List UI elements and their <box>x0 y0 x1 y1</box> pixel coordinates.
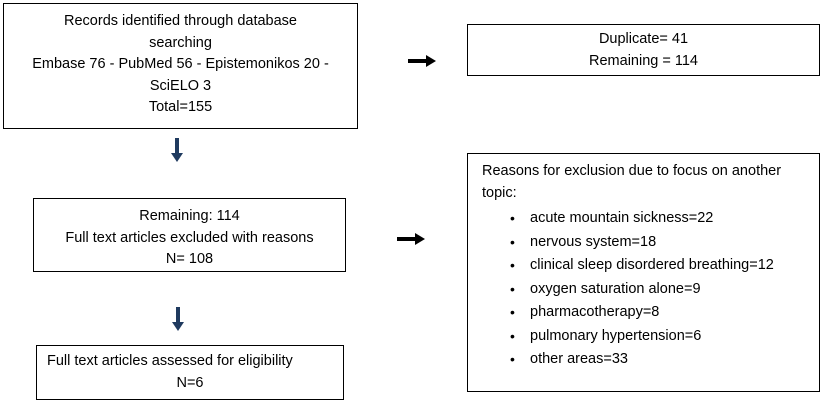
reason-item: • nervous system=18 <box>480 231 809 255</box>
reason-item: • oxygen saturation alone=9 <box>480 278 809 302</box>
reason-item: • clinical sleep disordered breathing=12 <box>480 254 809 278</box>
down-arrow-icon <box>171 138 183 162</box>
remaining-box: Remaining: 114 Full text articles exclud… <box>33 198 346 272</box>
bullet-icon: • <box>510 210 515 226</box>
remaining-line-3: N= 108 <box>165 251 214 267</box>
exclusion-reasons-box: Reasons for exclusion due to focus on an… <box>467 153 820 392</box>
assessed-line-1: Full text articles assessed for eligibil… <box>47 353 293 369</box>
reason-item: • pharmacotherapy=8 <box>480 301 809 325</box>
bullet-icon: • <box>510 280 515 297</box>
remaining-line-2: Full text articles excluded with reasons <box>65 229 314 246</box>
reason-label: other areas=33 <box>530 351 628 367</box>
reason-label: pharmacotherapy=8 <box>530 304 660 320</box>
right-arrow-icon <box>408 55 436 67</box>
assessed-line-2: N=6 <box>176 374 204 391</box>
reasons-list: • acute mountain sickness=22 • nervous sys… <box>480 207 809 372</box>
records-line-1: Records identified through database <box>64 13 297 29</box>
reason-label: clinical sleep disordered breathing=12 <box>530 257 774 273</box>
bullet-icon: • <box>510 351 515 367</box>
reason-item: • acute mountain sickness=22 <box>480 207 809 231</box>
right-arrow-icon <box>397 233 425 245</box>
bullet-icon: • <box>510 327 515 344</box>
down-arrow-icon <box>172 307 184 331</box>
reason-label: nervous system=18 <box>530 233 657 250</box>
duplicate-line-2: Remaining = 114 <box>589 52 698 69</box>
records-line-5: Total=155 <box>148 99 213 115</box>
assessed-box: Full text articles assessed for eligibil… <box>36 345 344 400</box>
reason-item: • other areas=33 <box>480 348 809 372</box>
reason-label: pulmonary hypertension=6 <box>530 327 702 344</box>
bullet-icon: • <box>510 233 515 250</box>
bullet-icon: • <box>510 304 515 320</box>
duplicate-line-1: Duplicate= 41 <box>598 31 689 47</box>
reasons-heading-line-2: topic: <box>482 184 517 201</box>
records-line-4: SciELO 3 <box>149 77 212 94</box>
records-identified-box: Records identified through database sear… <box>3 3 358 129</box>
remaining-line-1: Remaining: 114 <box>139 208 240 224</box>
records-line-2: searching <box>149 34 212 51</box>
bullet-icon: • <box>510 257 515 273</box>
duplicate-box: Duplicate= 41 Remaining = 114 <box>467 24 820 76</box>
records-line-3: Embase 76 - PubMed 56 - Epistemonikos 20… <box>32 56 329 72</box>
reasons-heading-line-1: Reasons for exclusion due to focus on an… <box>482 163 782 179</box>
reason-label: acute mountain sickness=22 <box>530 210 714 226</box>
reason-label: oxygen saturation alone=9 <box>530 280 701 297</box>
reason-item: • pulmonary hypertension=6 <box>480 325 809 349</box>
